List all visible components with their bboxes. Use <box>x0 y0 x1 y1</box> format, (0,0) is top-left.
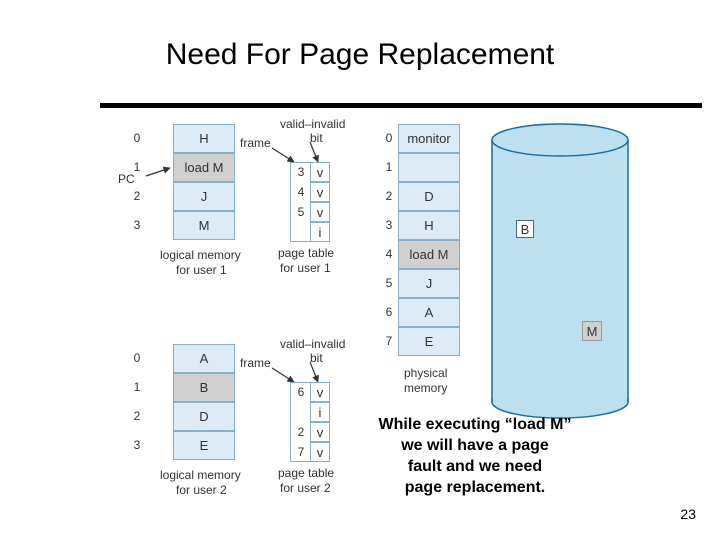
bit-label-2: bit <box>310 351 323 365</box>
for-user-1-label-pt: for user 1 <box>280 261 331 275</box>
user2-index: 1 <box>133 380 141 394</box>
valid-invalid-label-2: valid–invalid <box>280 337 346 351</box>
physical-frame-index: 0 <box>385 131 393 145</box>
page-replacement-diagram: B M frame valid–invalid bit PC logical m… <box>118 112 629 497</box>
valid-invalid-label-1: valid–invalid <box>280 117 346 131</box>
user1-pt-bit: v <box>310 162 330 182</box>
physical-frame-index: 4 <box>385 247 393 261</box>
physical-frame-index: 7 <box>385 334 393 348</box>
backing-store-disk <box>491 123 629 419</box>
physical-frame: J <box>398 269 460 298</box>
user2-index: 2 <box>133 409 141 423</box>
physical-frame: monitor <box>398 124 460 153</box>
user2-pt-bit: v <box>310 442 330 462</box>
user2-pt-frame-column <box>290 382 311 462</box>
disk-item-m: M <box>582 321 602 341</box>
user1-pt-bit: v <box>310 182 330 202</box>
page-table-label-1: page table <box>278 246 335 260</box>
physical-frame-index: 3 <box>385 218 393 232</box>
user2-pt-bit: v <box>310 382 330 402</box>
page-number: 23 <box>680 506 696 522</box>
user2-page: B <box>173 373 235 402</box>
user2-pt-frame: 2 <box>297 425 305 439</box>
for-user-2-label-pt: for user 2 <box>280 481 331 495</box>
physical-frame-index: 1 <box>385 160 393 174</box>
pc-arrow <box>145 166 171 177</box>
user2-index: 3 <box>133 438 141 452</box>
frame-arrow-2 <box>271 367 295 383</box>
user2-page: E <box>173 431 235 460</box>
caption-line-3: fault and we need <box>407 458 543 475</box>
user1-pt-frame: 4 <box>297 185 305 199</box>
user1-pt-bit: i <box>310 222 330 242</box>
caption: While executing “load M” we will have a … <box>350 414 600 498</box>
user1-index: 2 <box>133 189 141 203</box>
user2-pt-frame: 6 <box>297 385 305 399</box>
physical-frame: load M <box>398 240 460 269</box>
for-user-2-label: for user 2 <box>176 483 227 497</box>
physical-frame <box>398 153 460 182</box>
logical-memory-label-1: logical memory <box>160 248 241 262</box>
user2-pt-bit: v <box>310 422 330 442</box>
disk-item-b: B <box>516 220 534 238</box>
physical-frame: A <box>398 298 460 327</box>
frame-label-2: frame <box>240 356 271 370</box>
bit-label-1: bit <box>310 131 323 145</box>
caption-line-4: page replacement. <box>404 479 546 496</box>
frame-label-1: frame <box>240 136 271 150</box>
pc-label: PC <box>118 172 135 186</box>
page-table-label-2: page table <box>278 466 335 480</box>
caption-line-2: we will have a page <box>401 437 549 454</box>
user1-pt-frame: 5 <box>297 205 305 219</box>
user2-page: D <box>173 402 235 431</box>
physical-frame: D <box>398 182 460 211</box>
user1-page: M <box>173 211 235 240</box>
user1-pt-frame: 3 <box>297 165 305 179</box>
user1-index: 1 <box>133 160 141 174</box>
user1-index: 3 <box>133 218 141 232</box>
physical-frame: E <box>398 327 460 356</box>
physical-frame-index: 2 <box>385 189 393 203</box>
disk-top <box>491 123 629 157</box>
disk-cover <box>493 140 627 402</box>
user1-page: H <box>173 124 235 153</box>
bit-arrow-1 <box>309 141 319 163</box>
physical-label: physical <box>404 366 448 380</box>
frame-arrow-1 <box>271 147 295 163</box>
bit-arrow-2 <box>309 361 319 383</box>
user1-page: J <box>173 182 235 211</box>
user1-index: 0 <box>133 131 141 145</box>
user2-index: 0 <box>133 351 141 365</box>
user2-pt-frame: 7 <box>297 445 305 459</box>
physical-frame: H <box>398 211 460 240</box>
caption-line-1: While executing “load M” <box>378 416 572 433</box>
physical-frame-index: 6 <box>385 305 393 319</box>
title-divider <box>100 103 702 108</box>
user1-page: load M <box>173 153 235 182</box>
user2-pt-bit: i <box>310 402 330 422</box>
memory-label: memory <box>404 381 448 395</box>
for-user-1-label: for user 1 <box>176 263 227 277</box>
slide-title: Need For Page Replacement <box>165 38 555 71</box>
user1-pt-bit: v <box>310 202 330 222</box>
logical-memory-label-2: logical memory <box>160 468 241 482</box>
user2-page: A <box>173 344 235 373</box>
physical-frame-index: 5 <box>385 276 393 290</box>
user1-pt-frame-column <box>290 162 311 242</box>
